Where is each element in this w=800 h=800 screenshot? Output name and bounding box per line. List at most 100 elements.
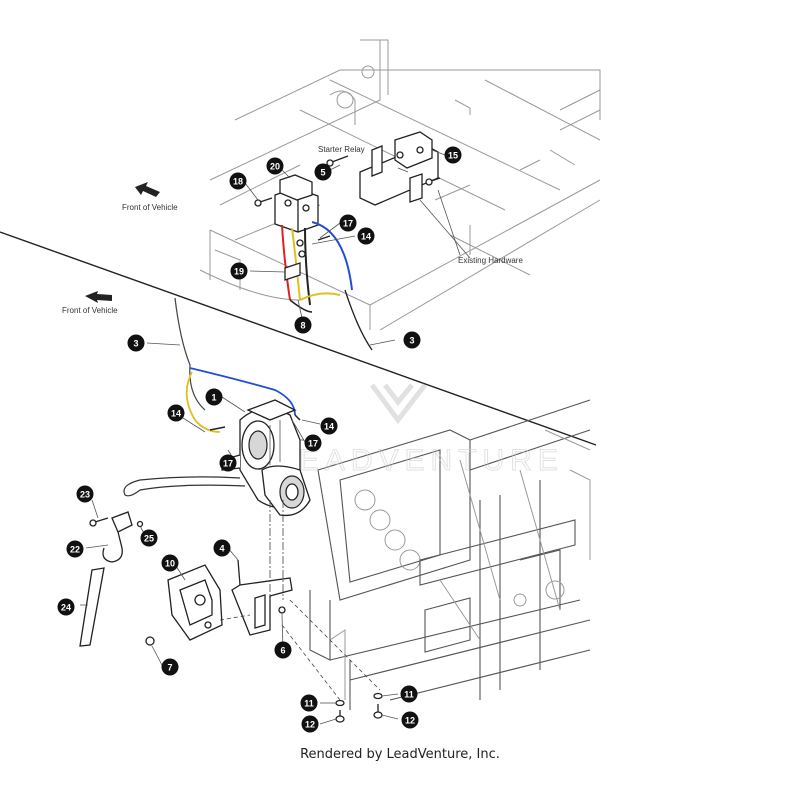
callout-badge <box>357 227 375 245</box>
callout-badge <box>314 163 332 181</box>
wire-harness-upper <box>281 221 373 351</box>
callout-c3b: 3 <box>127 334 145 352</box>
callout-number: 24 <box>61 603 71 613</box>
callout-number: 12 <box>405 716 415 726</box>
front-arrow-bottom-icon <box>85 291 112 303</box>
callout-number: 3 <box>133 339 138 349</box>
callout-badge <box>401 711 419 729</box>
callout-badge <box>205 388 223 406</box>
wire-harness-lower <box>174 297 301 433</box>
callout-badge <box>300 694 318 712</box>
callout-badge <box>167 404 185 422</box>
callout-c5: 5 <box>314 163 332 181</box>
front-of-vehicle-label-top: Front of Vehicle <box>122 203 178 212</box>
callout-badge <box>266 157 284 175</box>
callout-badge <box>219 454 237 472</box>
callout-badge <box>230 262 248 280</box>
callout-c14c: 14 <box>320 417 338 435</box>
callout-number: 7 <box>167 663 172 673</box>
callout-c12b: 12 <box>401 711 419 729</box>
callout-number: 12 <box>305 720 315 730</box>
callout-badge <box>304 434 322 452</box>
callout-badge <box>213 539 231 557</box>
watermark-text: LEADVENTURE <box>276 444 564 477</box>
callout-badge <box>444 146 462 164</box>
callout-c17b: 17 <box>304 434 322 452</box>
callout-badge <box>76 485 94 503</box>
callout-c12a: 12 <box>301 715 319 733</box>
callout-number: 14 <box>171 409 181 419</box>
fairlead-mount <box>167 564 223 641</box>
callout-number: 11 <box>304 699 314 709</box>
wire-rope <box>123 476 246 497</box>
callout-number: 17 <box>343 219 353 229</box>
callout-c17c: 17 <box>219 454 237 472</box>
winch-contactor <box>274 174 319 233</box>
starter-relay-bracket <box>359 131 439 206</box>
winch-assembly <box>221 399 311 517</box>
callout-badge <box>140 529 158 547</box>
callout-c6: 6 <box>274 641 292 659</box>
callout-badge <box>320 417 338 435</box>
leader-lines <box>80 149 471 725</box>
callout-badge <box>294 316 312 334</box>
callout-c8: 8 <box>294 316 312 334</box>
callout-number: 14 <box>361 232 371 242</box>
caption: Rendered by LeadVenture, Inc. <box>300 747 500 762</box>
callout-c23: 23 <box>76 485 94 503</box>
callout-c18: 18 <box>229 172 247 190</box>
callout-number: 18 <box>233 177 243 187</box>
starter-relay-label: Starter Relay <box>318 145 365 154</box>
callout-badge <box>301 715 319 733</box>
callout-number: 5 <box>320 168 325 178</box>
hook-strap <box>79 567 105 647</box>
washer <box>145 636 155 646</box>
callout-c11b: 11 <box>400 685 418 703</box>
callout-c14a: 14 <box>357 227 375 245</box>
watermark-logo: LEADVENTURE <box>276 383 564 478</box>
front-arrow-top-icon <box>135 182 160 197</box>
callout-number: 22 <box>70 545 80 555</box>
hook-assembly <box>89 511 144 563</box>
callout-c10: 10 <box>161 554 179 572</box>
callout-c25: 25 <box>140 529 158 547</box>
callout-number: 11 <box>404 690 414 700</box>
callout-number: 23 <box>80 490 90 500</box>
callout-number: 17 <box>308 439 318 449</box>
callout-number: 20 <box>270 162 280 172</box>
callout-badge <box>127 334 145 352</box>
callout-number: 19 <box>234 267 244 277</box>
callout-badge <box>403 331 421 349</box>
lower-frame-view <box>309 399 591 710</box>
front-of-vehicle-label-bottom: Front of Vehicle <box>62 306 118 315</box>
callout-number: 14 <box>324 422 334 432</box>
callout-c3a: 3 <box>403 331 421 349</box>
view-separator-line <box>0 231 597 446</box>
callout-badge <box>161 658 179 676</box>
callout-badge <box>400 685 418 703</box>
callout-number: 15 <box>448 151 458 161</box>
callout-c15: 15 <box>444 146 462 164</box>
callout-badge <box>274 641 292 659</box>
callout-number: 25 <box>144 534 154 544</box>
callout-badge <box>57 598 75 616</box>
callout-c24: 24 <box>57 598 75 616</box>
callout-c19: 19 <box>230 262 248 280</box>
callout-c22: 22 <box>66 540 84 558</box>
existing-hardware-label: Existing Hardware <box>458 256 523 265</box>
hardware-lower <box>335 692 383 723</box>
callout-number: 6 <box>280 646 285 656</box>
callout-badge <box>161 554 179 572</box>
callout-c14b: 14 <box>167 404 185 422</box>
callout-group: 2018515171419833114141717232522241046711… <box>57 146 462 733</box>
callout-number: 4 <box>219 544 224 554</box>
callout-c7: 7 <box>161 658 179 676</box>
assembly-guide-lines <box>219 439 381 701</box>
callout-c4: 4 <box>213 539 231 557</box>
mounting-plate <box>231 559 293 636</box>
callout-c20: 20 <box>266 157 284 175</box>
callout-number: 10 <box>165 559 175 569</box>
callout-badge <box>229 172 247 190</box>
